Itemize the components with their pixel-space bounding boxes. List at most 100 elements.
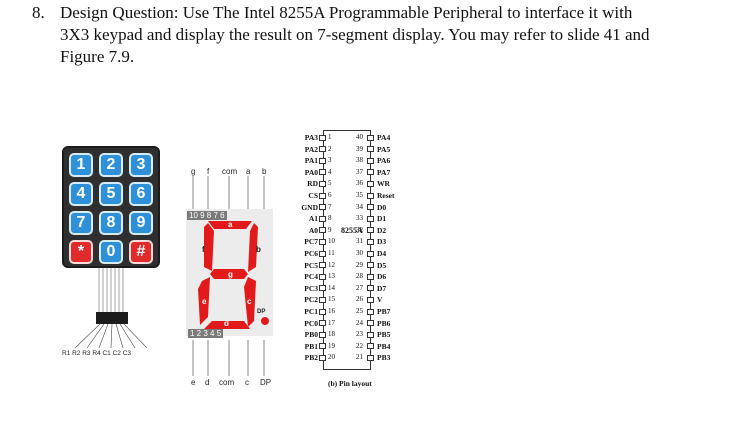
chip-pin-stub: [367, 204, 374, 211]
chip-pin-name: GND: [301, 202, 318, 212]
chip-pin-stub: [319, 227, 326, 234]
chip-pin-stub: [319, 296, 326, 303]
keypad-key-4: 4: [69, 182, 93, 206]
chip-pin-name: PB0: [304, 330, 318, 340]
chip-pin-number: 39: [356, 144, 363, 153]
chip-pin-number: 13: [328, 272, 335, 281]
chip-pin-stub: [367, 296, 374, 303]
chip-pin-number: 6: [328, 191, 332, 199]
chip-pin-number: 34: [356, 202, 363, 211]
figure-caption: (b) Pin layout: [328, 379, 372, 388]
chip-pin-number: 5: [328, 179, 332, 188]
chip-pin-stub: [319, 354, 326, 361]
segment-b: [248, 223, 258, 272]
segment-label-d: d: [224, 319, 229, 328]
chip-pin-number: 7: [328, 202, 332, 211]
chip-pin-number: 32: [356, 225, 363, 234]
chip-pin-number: 21: [356, 353, 363, 362]
chip-pin-name: D7: [377, 283, 387, 293]
seg-bottom-pin-c: c: [245, 378, 249, 387]
chip-8255a-body: [323, 130, 371, 370]
chip-pin-number: 11: [328, 249, 335, 257]
chip-pin-number: 36: [356, 179, 363, 188]
chip-pin-name: PC5: [304, 260, 318, 270]
keypad-key-star: *: [69, 240, 93, 264]
chip-pin-name: PB6: [377, 318, 391, 328]
keypad-key-7: 7: [69, 211, 93, 235]
chip-pin-stub: [319, 238, 326, 245]
chip-pin-stub: [367, 238, 374, 245]
chip-pin-stub: [319, 169, 326, 176]
chip-pin-stub: [367, 192, 374, 199]
chip-pin-stub: [367, 273, 374, 280]
chip-pin-stub: [319, 146, 326, 153]
chip-pin-number: 23: [356, 330, 363, 339]
segment-c: [244, 277, 256, 327]
chip-pin-name: PB3: [377, 353, 391, 363]
chip-pin-number: 26: [356, 295, 363, 304]
keypad-key-1: 1: [69, 153, 93, 177]
seven-segment-glyph: [198, 221, 269, 329]
seg-top-pin-a: a: [246, 167, 251, 176]
segment-a: [208, 221, 252, 229]
chip-pin-stub: [367, 354, 374, 361]
chip-pin-stub: [367, 215, 374, 222]
chip-pin-name: PC7: [304, 237, 318, 247]
segment-d: [204, 321, 250, 329]
keypad-key-3: 3: [129, 153, 153, 177]
keypad-wire-fan: [74, 324, 148, 348]
chip-pin-number: 28: [356, 272, 363, 281]
chip-pin-stub: [319, 308, 326, 315]
chip-pin-name: D3: [377, 237, 387, 247]
chip-pin-stub: [319, 192, 326, 199]
chip-pin-name: PA5: [377, 144, 391, 154]
chip-pin-stub: [319, 157, 326, 164]
chip-pin-number: 38: [356, 156, 363, 165]
seg-bottom-pin-numbers: 1 2 3 4 5: [188, 329, 224, 338]
chip-pin-stub: [319, 285, 326, 292]
chip-pin-name: D6: [377, 272, 387, 282]
chip-pin-number: 29: [356, 260, 363, 269]
chip-pin-number: 40: [356, 133, 363, 141]
chip-pin-number: 16: [328, 307, 335, 315]
chip-pin-name: D2: [377, 225, 387, 235]
chip-pin-name: PB5: [377, 330, 391, 340]
chip-pin-stub: [367, 180, 374, 187]
segment-label-b: b: [256, 245, 261, 254]
chip-pin-number: 33: [356, 214, 363, 223]
chip-pin-name: PC2: [304, 295, 318, 305]
chip-pin-number: 9: [328, 225, 332, 234]
chip-pin-stub: [319, 320, 326, 327]
chip-pin-number: 1: [328, 133, 332, 141]
seg-top-pin-numbers: 10 9 8 7 6: [187, 211, 227, 220]
chip-pin-number: 14: [328, 283, 335, 292]
question-line-1: Design Question: Use The Intel 8255A Pro…: [60, 3, 633, 22]
question-line-2: 3X3 keypad and display the result on 7-s…: [60, 25, 650, 44]
seg-top-leads: [192, 176, 265, 209]
chip-pin-number: 25: [356, 307, 363, 315]
chip-pin-name: PA6: [377, 156, 391, 166]
chip-pin-number: 18: [328, 330, 335, 339]
segment-label-g: g: [228, 270, 233, 279]
chip-pin-number: 10: [328, 237, 335, 246]
segment-dp: [261, 317, 269, 325]
chip-pin-stub: [319, 262, 326, 269]
chip-pin-stub: [367, 331, 374, 338]
keypad-key-5: 5: [99, 182, 123, 206]
chip-pin-name: PC3: [304, 283, 318, 293]
chip-pin-name: PA7: [377, 167, 391, 177]
chip-pin-name: Reset: [377, 191, 395, 200]
chip-pin-name: WR: [377, 179, 390, 189]
chip-pin-stub: [367, 320, 374, 327]
chip-pin-name: PA1: [304, 156, 318, 166]
chip-pin-stub: [319, 134, 326, 141]
chip-pin-stub: [367, 169, 374, 176]
chip-pin-stub: [319, 215, 326, 222]
chip-pin-number: 3: [328, 156, 332, 165]
chip-pin-number: 2: [328, 144, 332, 153]
seg-top-pin-b: b: [262, 167, 267, 176]
chip-pin-name: RD: [307, 179, 318, 189]
keypad-connector: [96, 312, 128, 324]
chip-pin-stub: [319, 331, 326, 338]
chip-pin-name: D5: [377, 260, 387, 270]
